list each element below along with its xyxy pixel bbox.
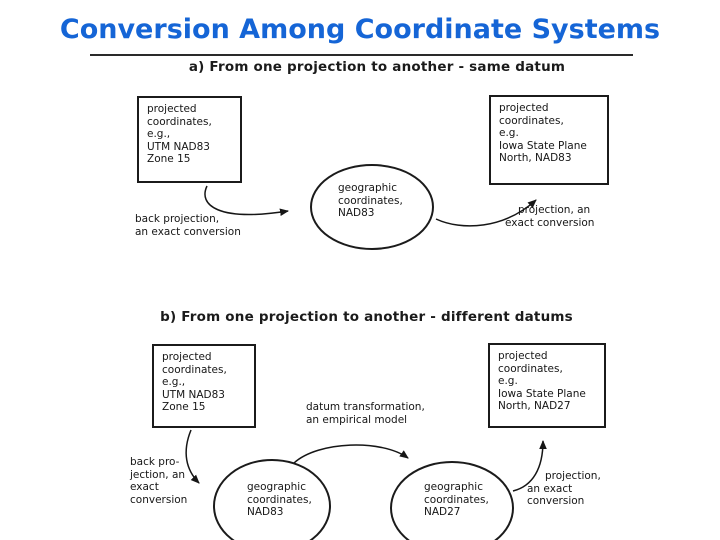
label-projection-a: projection, an exact conversion [505, 204, 595, 229]
slide-title: Conversion Among Coordinate Systems [59, 14, 661, 45]
section-a-heading: a) From one projection to another - same… [188, 59, 566, 75]
arrow-datum-transformation-b [293, 444, 409, 464]
arrow-back-projection-b [185, 429, 200, 484]
label-datum-transformation-b: datum transformation, an empirical model [306, 401, 425, 426]
label-back-projection-b: back pro- jection, an exact conversion [130, 456, 188, 506]
ellipse-label-geographic-nad27-b: geographic coordinates, NAD27 [424, 481, 489, 519]
section-b-heading: b) From one projection to another - diff… [160, 309, 573, 325]
arrow-projection-a [435, 199, 537, 227]
box-projected-utm-nad83-b: projected coordinates, e.g., UTM NAD83 Z… [152, 344, 256, 428]
arrow-projection-b [512, 440, 547, 492]
ellipse-geographic-nad83-a [310, 164, 434, 250]
ellipse-label-geographic-nad83-a: geographic coordinates, NAD83 [338, 182, 403, 220]
title-underline [90, 54, 633, 56]
box-projected-iowa-nad83-a: projected coordinates, e.g. Iowa State P… [489, 95, 609, 185]
label-projection-b: projection, an exact conversion [527, 470, 601, 508]
label-back-projection-a: back projection, an exact conversion [135, 213, 241, 238]
ellipse-geographic-nad83-b [213, 459, 331, 540]
ellipse-geographic-nad27-b [390, 461, 514, 540]
box-projected-utm-nad83-a: projected coordinates, e.g., UTM NAD83 Z… [137, 96, 242, 183]
box-projected-iowa-nad27-b: projected coordinates, e.g. Iowa State P… [488, 343, 606, 428]
arrow-back-projection-a [204, 185, 289, 216]
ellipse-label-geographic-nad83-b: geographic coordinates, NAD83 [247, 481, 312, 519]
